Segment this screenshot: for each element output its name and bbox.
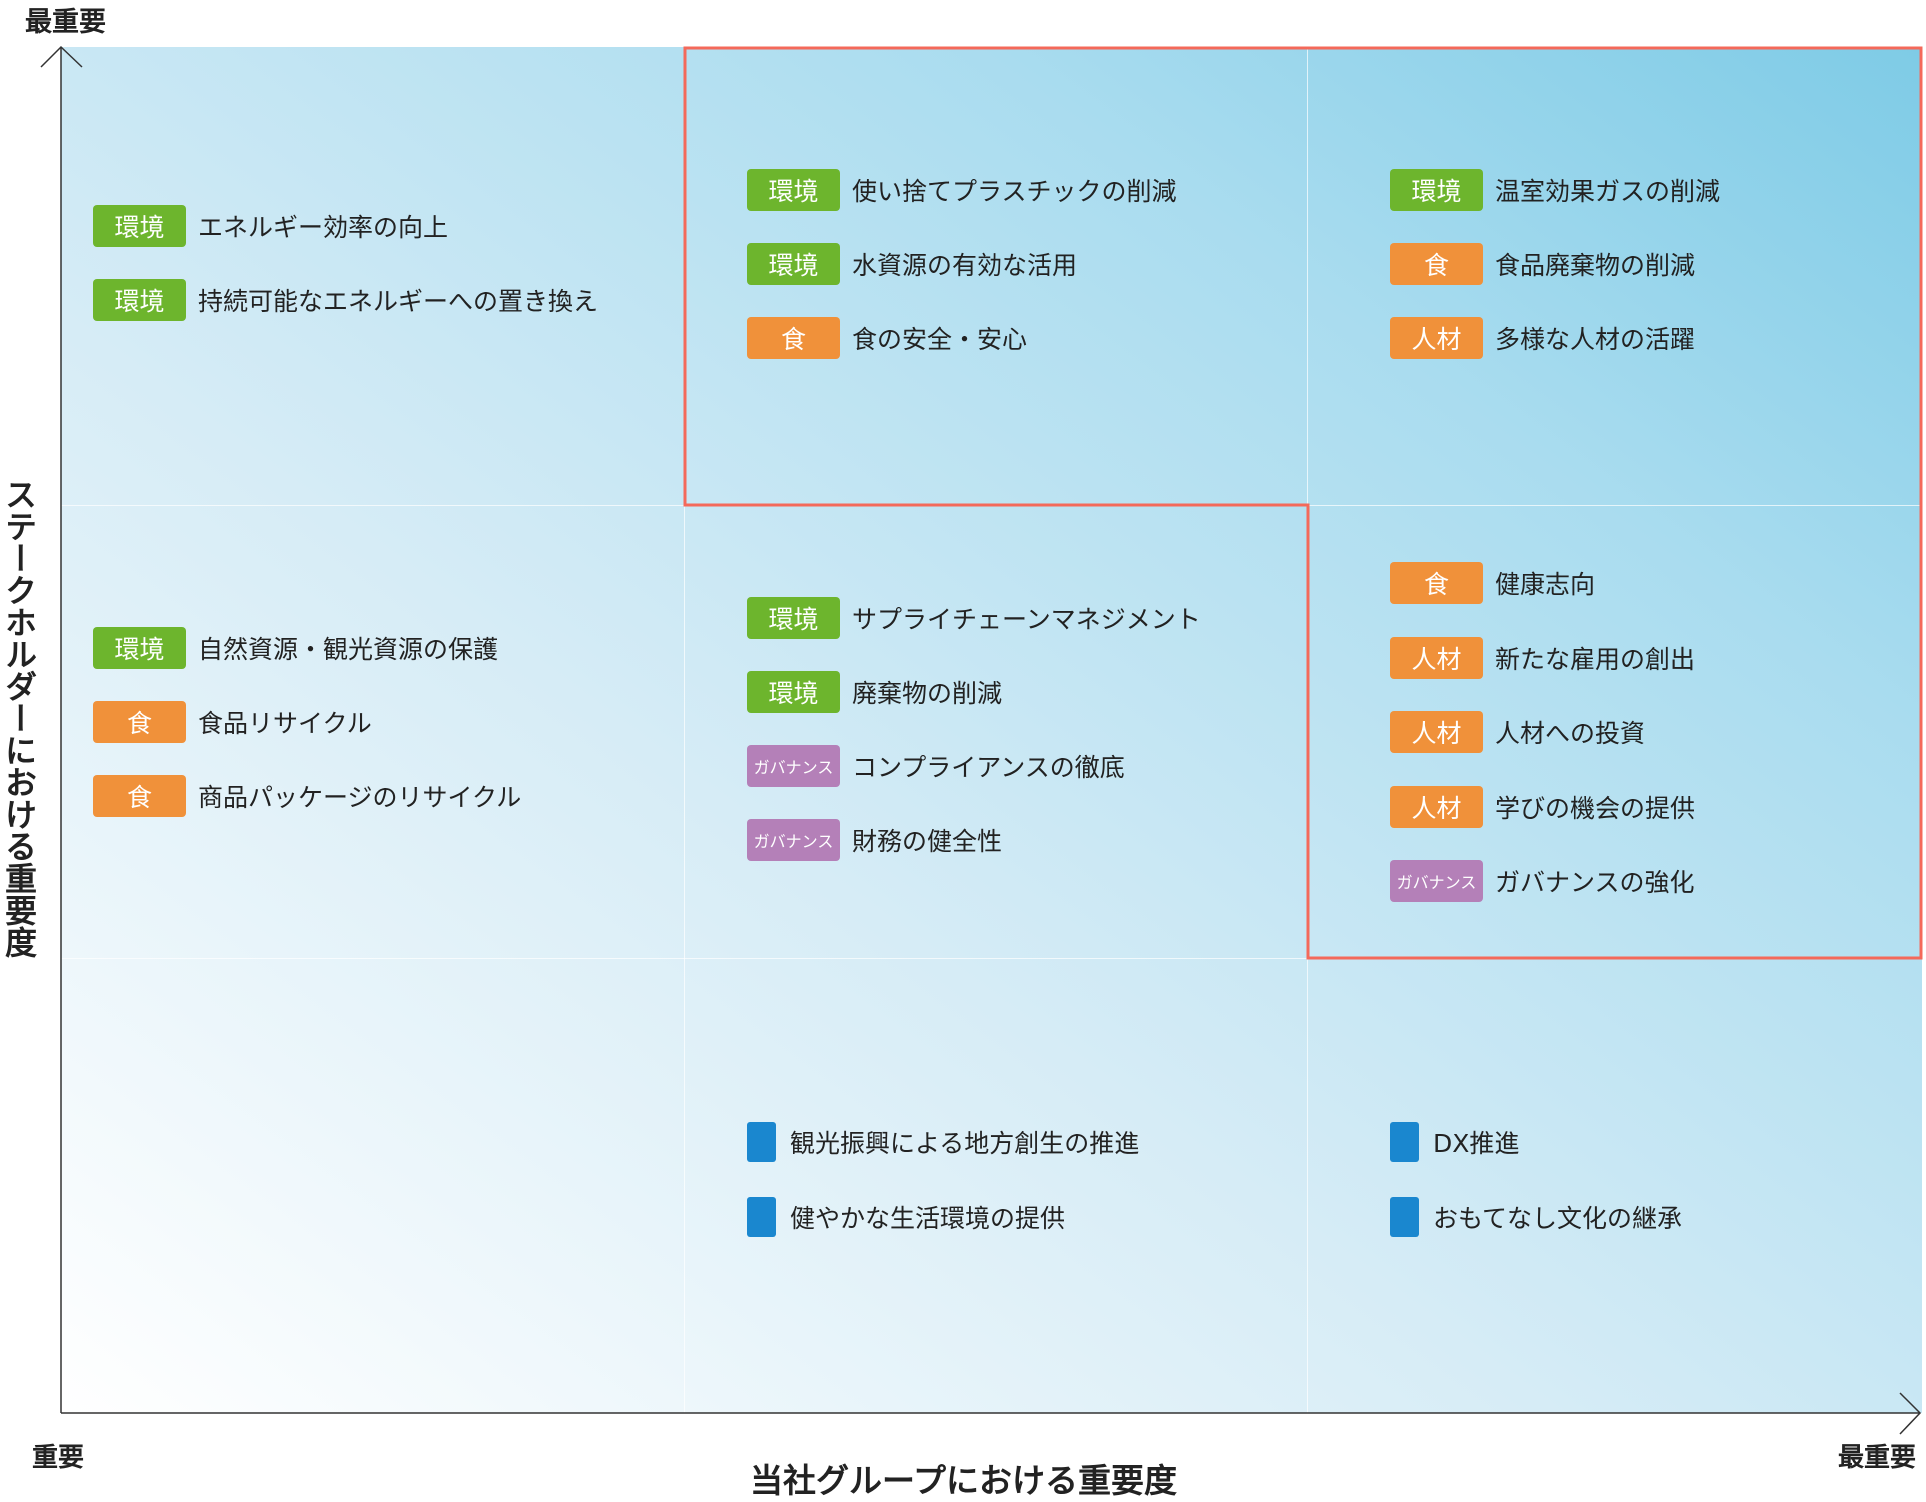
item-label: 健康志向 [1495,570,1596,599]
category-badge-food: 食 [1390,243,1483,285]
category-badge-env: 環境 [747,169,840,211]
materiality-item-top-right: 人材多様な人材の活躍 [1390,317,1695,359]
materiality-item-middle-left: 食商品パッケージのリサイクル [93,775,521,817]
row-divider [61,958,1922,959]
materiality-item-top-middle: 食食の安全・安心 [747,317,1027,359]
blue-square-marker-icon [747,1197,776,1237]
category-badge-hr: 人材 [1390,317,1483,359]
column-divider [684,47,685,1413]
materiality-item-middle-middle: 環境サプライチェーンマネジメント [747,597,1201,639]
category-badge-hr: 人材 [1390,785,1483,828]
category-badge-food: 食 [1390,562,1483,604]
item-label: ガバナンスの強化 [1495,868,1695,897]
materiality-item-bottom-right: おもてなし文化の継承 [1390,1196,1682,1238]
item-label: 持続可能なエネルギーへの置き換え [198,287,599,316]
item-label: 観光振興による地方創生の推進 [790,1129,1140,1158]
item-label: 多様な人材の活躍 [1495,325,1696,354]
materiality-item-middle-right: 人材学びの機会の提供 [1390,785,1696,828]
materiality-item-middle-middle: ガバナンスコンプライアンスの徹底 [747,745,1125,787]
item-label: 食品廃棄物の削減 [1495,251,1696,280]
materiality-item-middle-right: 食健康志向 [1390,562,1595,604]
item-label: 使い捨てプラスチックの削減 [852,177,1177,206]
category-badge-hr: 人材 [1390,711,1483,753]
y-axis-title: ステークホルダーにおける重要度 [0,478,38,958]
materiality-item-top-middle: 環境水資源の有効な活用 [747,243,1077,285]
item-label: 食の安全・安心 [852,325,1028,354]
item-label: 健やかな生活環境の提供 [790,1204,1066,1233]
blue-square-marker-icon [1390,1122,1419,1162]
item-label: DX推進 [1433,1129,1520,1158]
category-badge-food: 食 [93,701,186,743]
blue-square-marker-icon [1390,1197,1419,1237]
x-axis-left-label: 重要 [32,1443,85,1473]
item-label: サプライチェーンマネジメント [852,605,1201,634]
materiality-item-bottom-middle: 健やかな生活環境の提供 [747,1196,1065,1238]
item-label: コンプライアンスの徹底 [852,753,1125,782]
row-divider [61,505,1922,506]
materiality-item-middle-right: 人材人材への投資 [1390,711,1645,753]
materiality-item-middle-middle: 環境廃棄物の削減 [747,671,1002,713]
item-label: 水資源の有効な活用 [852,251,1078,280]
materiality-item-top-right: 環境温室効果ガスの削減 [1390,169,1720,211]
item-label: エネルギー効率の向上 [198,213,449,242]
blue-square-marker-icon [747,1122,776,1162]
category-badge-gov: ガバナンス [1390,860,1483,902]
materiality-item-top-right: 食食品廃棄物の削減 [1390,243,1695,285]
materiality-item-bottom-right: DX推進 [1390,1121,1519,1163]
item-label: 財務の健全性 [852,827,1003,856]
materiality-item-middle-middle: ガバナンス財務の健全性 [747,819,1002,861]
x-axis-right-label: 最重要 [1838,1443,1917,1473]
category-badge-gov: ガバナンス [747,745,840,787]
category-badge-env: 環境 [747,597,840,639]
category-badge-gov: ガバナンス [747,819,840,861]
category-badge-env: 環境 [747,671,840,713]
item-label: 廃棄物の削減 [852,679,1003,708]
item-label: 人材への投資 [1495,719,1646,748]
materiality-item-middle-right: ガバナンスガバナンスの強化 [1390,860,1695,902]
x-axis-title: 当社グループにおける重要度 [750,1461,1178,1500]
item-label: 食品リサイクル [198,709,372,738]
category-badge-env: 環境 [93,205,186,247]
category-badge-env: 環境 [747,243,840,285]
column-divider [1307,47,1308,1413]
item-label: 新たな雇用の創出 [1495,644,1696,674]
category-badge-food: 食 [747,317,840,359]
materiality-item-middle-right: 人材新たな雇用の創出 [1390,636,1696,679]
materiality-item-bottom-middle: 観光振興による地方創生の推進 [747,1121,1139,1163]
category-badge-hr: 人材 [1390,636,1483,679]
materiality-item-top-middle: 環境使い捨てプラスチックの削減 [747,169,1177,211]
y-axis-top-label: 最重要 [25,7,106,38]
item-label: 学びの機会の提供 [1495,793,1696,823]
item-label: 商品パッケージのリサイクル [198,783,522,812]
materiality-item-middle-left: 環境自然資源・観光資源の保護 [93,627,498,669]
category-badge-food: 食 [93,775,186,817]
item-label: 温室効果ガスの削減 [1495,177,1721,206]
category-badge-env: 環境 [93,627,186,669]
item-label: 自然資源・観光資源の保護 [198,635,499,664]
materiality-item-middle-left: 食食品リサイクル [93,701,372,743]
item-label: おもてなし文化の継承 [1433,1204,1683,1233]
materiality-item-top-left: 環境持続可能なエネルギーへの置き換え [93,279,598,321]
materiality-item-top-left: 環境エネルギー効率の向上 [93,205,448,247]
category-badge-env: 環境 [93,279,186,321]
category-badge-env: 環境 [1390,169,1483,211]
